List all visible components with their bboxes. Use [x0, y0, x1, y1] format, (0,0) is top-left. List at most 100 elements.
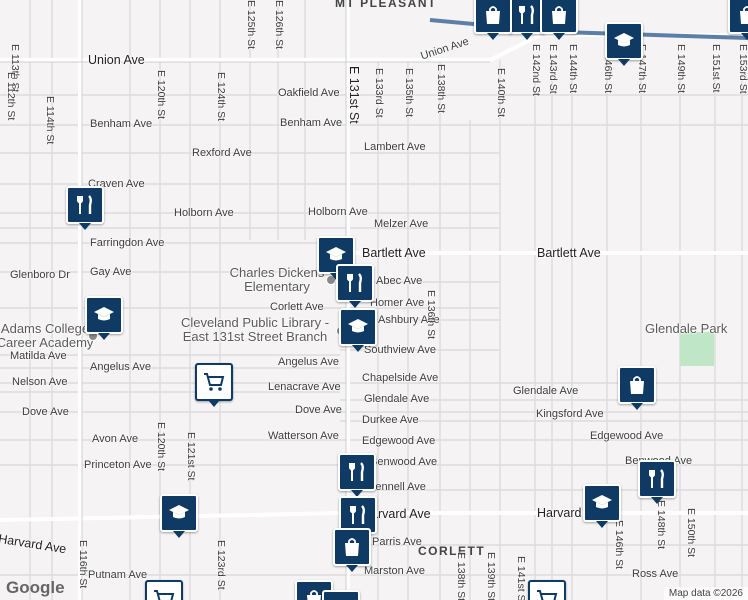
street-label: Nelson Ave	[12, 376, 68, 388]
street-label: Holborn Ave	[174, 207, 234, 219]
shopping-bag-icon	[486, 6, 500, 24]
shopping-bag-icon	[345, 538, 359, 556]
glendale-park-area	[680, 332, 714, 366]
street-label: Melzer Ave	[374, 218, 429, 230]
street-label: E 144th St	[567, 44, 579, 94]
street-label: E 139th St	[485, 552, 497, 600]
street-label: Holborn Ave	[308, 206, 368, 218]
restaurant-pin[interactable]	[638, 460, 676, 504]
street-label: Kennell Ave	[368, 481, 426, 493]
street-label: E 140th St	[495, 68, 507, 118]
school-pin[interactable]	[605, 22, 643, 66]
street-label: Corlett Ave	[270, 301, 324, 313]
shopping-pin[interactable]	[618, 366, 656, 410]
street-label: E 120th St	[155, 70, 167, 120]
street-label: E 149th St	[675, 44, 687, 94]
fork-knife-icon	[349, 462, 364, 481]
street-label: Lenacrave Ave	[268, 381, 341, 393]
street-label: E 142nd St	[530, 44, 542, 96]
school-graduation-cap-icon	[326, 247, 346, 261]
fork-knife-icon	[347, 273, 362, 292]
street-label: Parris Ave	[372, 536, 422, 548]
street-label: E 150th St	[685, 508, 697, 558]
street-label: Glendale Ave	[513, 385, 579, 397]
street-label: Harvard Ave	[362, 507, 431, 521]
school-graduation-cap-icon	[94, 307, 114, 321]
map-data-attribution[interactable]: Map data ©2026	[663, 587, 748, 600]
street-label: Kingsford Ave	[536, 408, 604, 420]
street-label: E 133rd St	[373, 68, 385, 118]
street-label: Dove Ave	[295, 404, 342, 416]
grocery-pin[interactable]	[145, 580, 183, 600]
street-label: E 138th St	[435, 64, 447, 114]
neighborhood-corlett: CORLETT	[418, 544, 486, 558]
restaurant-pin[interactable]	[338, 453, 376, 497]
school-graduation-cap-icon	[614, 33, 634, 47]
shopping-cart-icon	[537, 590, 558, 600]
street-label: Princeton Ave	[84, 459, 152, 471]
street-label: E 135th St	[403, 68, 415, 118]
street-label: E 120th St	[155, 422, 167, 472]
fork-knife-icon	[350, 505, 365, 524]
street-label: Ashbury Ave	[378, 314, 440, 326]
street-label: E 121st St	[185, 432, 197, 481]
shopping-pin[interactable]	[540, 0, 578, 40]
street-label: Glendale Ave	[364, 393, 430, 405]
street-label: Angelus Ave	[278, 356, 339, 368]
street-label: E 148th St	[655, 500, 667, 550]
shopping-bag-icon	[740, 6, 748, 24]
restaurant-pin[interactable]	[66, 186, 104, 230]
shopping-pin[interactable]	[474, 0, 512, 40]
street-label: E 116th St	[77, 540, 89, 589]
restaurant-pin[interactable]	[336, 264, 374, 308]
school-pin[interactable]	[339, 308, 377, 352]
street-label: Homer Ave	[370, 297, 425, 309]
street-label: E 136th St	[425, 290, 437, 340]
street-label: E 146th St	[613, 520, 625, 570]
street-label: Matilda Ave	[10, 350, 67, 362]
street-label: Bartlett Ave	[537, 246, 601, 260]
street-label: E 114th St	[44, 96, 56, 145]
poi-label-library[interactable]: Cleveland Public Library - East 131st St…	[180, 315, 330, 345]
street-label: Bartlett Ave	[362, 246, 426, 260]
shopping-cart-icon	[204, 373, 225, 391]
shopping-pin[interactable]	[728, 0, 748, 40]
poi-label-park[interactable]: Glendale Park	[645, 321, 728, 336]
street-label: Benwood Ave	[370, 456, 438, 468]
school-pin[interactable]	[85, 296, 123, 340]
street-label: E 126th St	[273, 0, 285, 50]
grocery-pin[interactable]	[195, 363, 233, 407]
shopping-cart-icon	[154, 590, 175, 600]
street-label: Gay Ave	[90, 266, 132, 278]
street-label: Oakfield Ave	[278, 87, 340, 99]
school-pin[interactable]	[160, 494, 198, 538]
street-label: Southview Ave	[364, 344, 436, 356]
street-label: Union Ave	[88, 53, 145, 67]
shopping-bag-icon	[307, 590, 321, 600]
street-label: Chapelside Ave	[362, 372, 439, 384]
street-label: Benham Ave	[90, 118, 153, 130]
school-graduation-cap-icon	[169, 505, 189, 519]
shopping-pin[interactable]	[333, 528, 371, 572]
shopping-bag-icon	[552, 6, 566, 24]
street-label: Putnam Ave	[88, 569, 148, 581]
poi-label-dickens[interactable]: Charles Dickens Elementary	[229, 265, 325, 295]
street-label: Rexford Ave	[192, 147, 252, 159]
shopping-pin[interactable]	[322, 590, 360, 600]
street-label: E 138th St	[455, 552, 467, 600]
fork-knife-icon	[519, 5, 534, 24]
shopping-bag-icon	[630, 376, 644, 394]
street-label: E 125th St	[245, 0, 257, 50]
poi-label-adams[interactable]: Adams College Career Academy	[0, 321, 94, 351]
street-label: E 143rd St	[547, 44, 559, 94]
street-label: Ross Ave	[632, 568, 679, 580]
google-logo: Google	[6, 578, 65, 597]
street-label: Dove Ave	[22, 406, 69, 418]
street-label: Edgewood Ave	[590, 430, 664, 442]
grocery-pin[interactable]	[528, 580, 566, 600]
school-pin[interactable]	[583, 484, 621, 528]
street-label: E 151st St	[710, 44, 722, 93]
street-label: E 123rd St	[215, 540, 227, 590]
